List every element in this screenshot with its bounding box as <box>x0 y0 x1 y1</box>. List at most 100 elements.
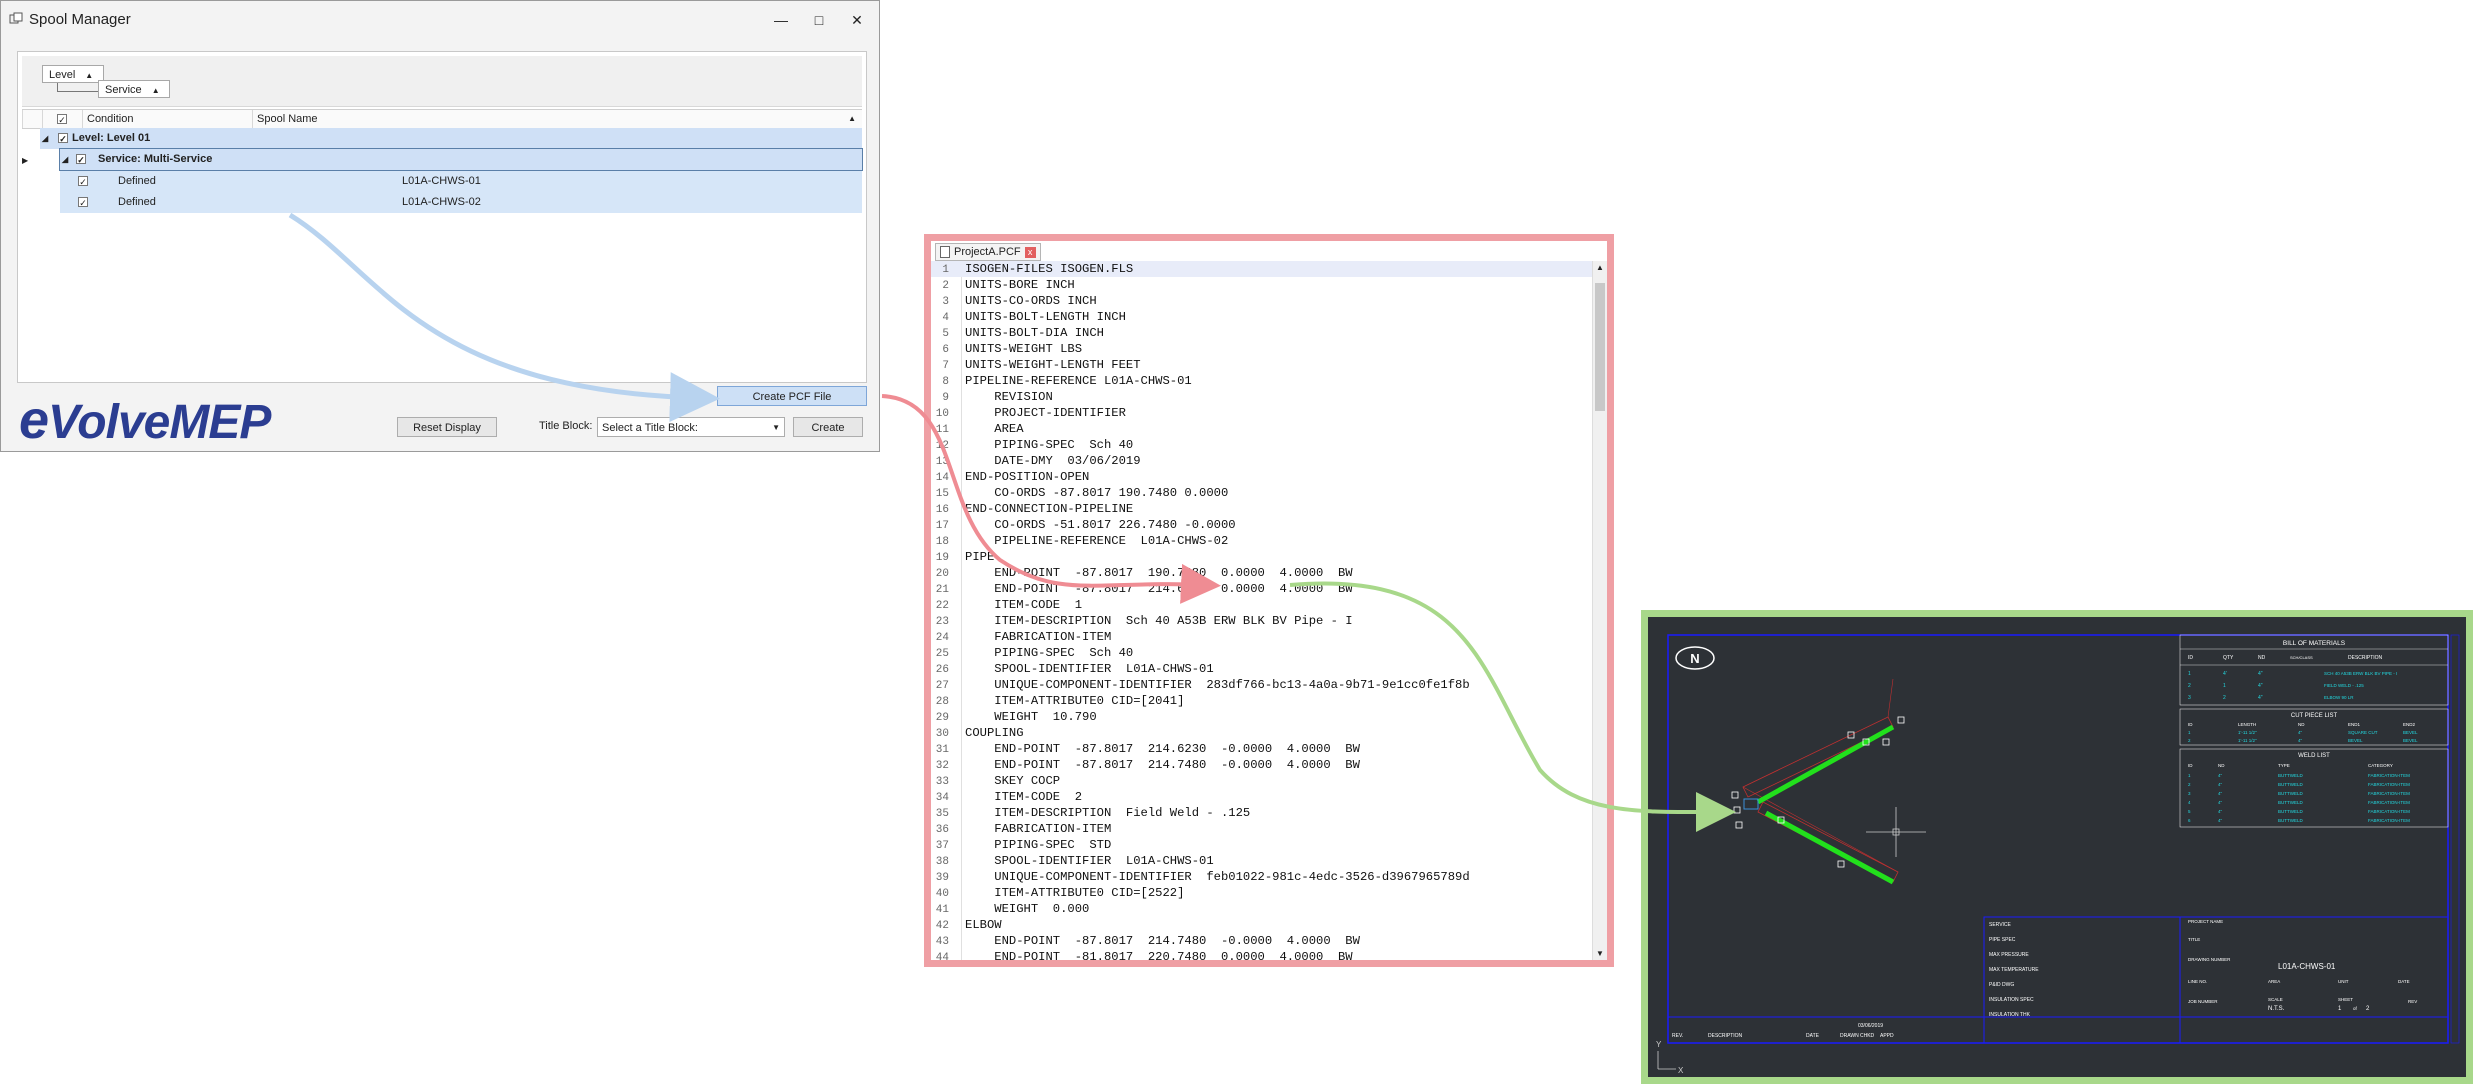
pipe-segment <box>1756 724 1895 805</box>
bom-cell: 4" <box>2258 671 2263 677</box>
scroll-up-icon[interactable]: ▲ <box>1596 263 1604 272</box>
code-text: WEIGHT 10.790 <box>965 710 1097 724</box>
code-line[interactable]: 39 UNIQUE-COMPONENT-IDENTIFIER feb01022-… <box>931 869 1593 885</box>
weld-cell: BUTTWELD <box>2278 782 2304 787</box>
code-line[interactable]: 11 AREA <box>931 421 1593 437</box>
collapse-icon[interactable]: ◢ <box>42 134 49 143</box>
code-line[interactable]: 15 CO-ORDS -87.8017 190.7480 0.0000 <box>931 485 1593 501</box>
code-line[interactable]: 6 UNITS-WEIGHT LBS <box>931 341 1593 357</box>
code-line[interactable]: 33 SKEY COCP <box>931 773 1593 789</box>
header-spool-name[interactable]: Spool Name ▲ <box>252 110 862 128</box>
code-line[interactable]: 28 ITEM-ATTRIBUTE0 CID=[2041] <box>931 693 1593 709</box>
code-line[interactable]: 20 END-POINT -87.8017 190.7480 0.0000 4.… <box>931 565 1593 581</box>
header-select-all[interactable]: ✓ <box>42 110 82 128</box>
weld-header: ND <box>2218 763 2225 768</box>
maximize-button[interactable]: □ <box>814 12 824 28</box>
line-number: 17 <box>935 520 949 532</box>
collapse-icon[interactable]: ◢ <box>62 155 69 164</box>
group-row-level[interactable]: ◢ ✓ Level: Level 01 <box>40 128 862 149</box>
line-number: 39 <box>935 872 949 884</box>
code-line[interactable]: 9 REVISION <box>931 389 1593 405</box>
code-text: SPOOL-IDENTIFIER L01A-CHWS-01 <box>965 662 1214 676</box>
code-line[interactable]: 22 ITEM-CODE 1 <box>931 597 1593 613</box>
code-line[interactable]: 31 END-POINT -87.8017 214.6230 -0.0000 4… <box>931 741 1593 757</box>
close-tab-icon[interactable]: x <box>1024 246 1036 258</box>
service-checkbox-wrap: ✓ <box>76 149 86 170</box>
code-line[interactable]: 38 SPOOL-IDENTIFIER L01A-CHWS-01 <box>931 853 1593 869</box>
code-line[interactable]: 35 ITEM-DESCRIPTION Field Weld - .125 <box>931 805 1593 821</box>
row-checkbox[interactable]: ✓ <box>78 197 88 209</box>
code-line[interactable]: 32 END-POINT -87.8017 214.7480 -0.0000 4… <box>931 757 1593 773</box>
code-line[interactable]: 27 UNIQUE-COMPONENT-IDENTIFIER 283df766-… <box>931 677 1593 693</box>
code-line[interactable]: 41 WEIGHT 0.000 <box>931 901 1593 917</box>
row-condition: Defined <box>118 175 156 187</box>
cut-cell: 1 <box>2188 730 2191 735</box>
title-bar[interactable]: Spool Manager — □ ✕ <box>1 1 879 39</box>
logo-text: VolveMEP <box>48 396 271 449</box>
code-line[interactable]: 10 PROJECT-IDENTIFIER <box>931 405 1593 421</box>
code-line[interactable]: 44 END-POINT -81.8017 220.7480 0.0000 4.… <box>931 949 1593 960</box>
code-line[interactable]: 25 PIPING-SPEC Sch 40 <box>931 645 1593 661</box>
title-block-select[interactable]: Select a Title Block: ▼ <box>597 417 785 437</box>
reset-display-button[interactable]: Reset Display <box>397 417 497 437</box>
group-chip-level[interactable]: Level▲ <box>42 65 104 83</box>
table-row[interactable]: ✓ Defined L01A-CHWS-02 <box>60 192 862 213</box>
line-number: 10 <box>935 408 949 420</box>
group-row-service[interactable]: ◢ ✓ Service: Multi-Service <box>59 148 863 171</box>
revision-header: APPD <box>1880 1033 1894 1039</box>
code-line[interactable]: 23 ITEM-DESCRIPTION Sch 40 A53B ERW BLK … <box>931 613 1593 629</box>
code-line[interactable]: 37 PIPING-SPEC STD <box>931 837 1593 853</box>
scroll-down-icon[interactable]: ▼ <box>1596 949 1604 958</box>
code-line[interactable]: 24 FABRICATION-ITEM <box>931 629 1593 645</box>
code-line[interactable]: 18 PIPELINE-REFERENCE L01A-CHWS-02 <box>931 533 1593 549</box>
code-line[interactable]: 13 DATE-DMY 03/06/2019 <box>931 453 1593 469</box>
code-line[interactable]: 17 CO-ORDS -51.8017 226.7480 -0.0000 <box>931 517 1593 533</box>
code-text: UNITS-WEIGHT LBS <box>965 342 1083 356</box>
code-text: END-POSITION-OPEN <box>965 470 1090 484</box>
level-checkbox[interactable]: ✓ <box>58 133 68 145</box>
code-line[interactable]: 36 FABRICATION-ITEM <box>931 821 1593 837</box>
cut-cell: 2 <box>2188 738 2191 743</box>
code-line[interactable]: 43 END-POINT -87.8017 214.7480 -0.0000 4… <box>931 933 1593 949</box>
close-button[interactable]: ✕ <box>851 12 863 28</box>
scrollbar-thumb[interactable] <box>1595 283 1605 411</box>
select-all-checkbox[interactable]: ✓ <box>57 114 67 126</box>
line-no-label: LINE NO. <box>2188 979 2207 984</box>
row-checkbox[interactable]: ✓ <box>78 176 88 188</box>
code-line[interactable]: 40 ITEM-ATTRIBUTE0 CID=[2522] <box>931 885 1593 901</box>
info-label: P&ID DWG <box>1989 982 2014 988</box>
code-line[interactable]: 21 END-POINT -87.8017 214.6230 0.0000 4.… <box>931 581 1593 597</box>
header-condition[interactable]: Condition <box>82 110 252 128</box>
code-line[interactable]: 26 SPOOL-IDENTIFIER L01A-CHWS-01 <box>931 661 1593 677</box>
table-row[interactable]: ✓ Defined L01A-CHWS-01 <box>60 171 862 192</box>
create-pcf-file-button[interactable]: Create PCF File <box>717 386 867 406</box>
line-number: 13 <box>935 456 949 468</box>
code-line[interactable]: 34 ITEM-CODE 2 <box>931 789 1593 805</box>
minimize-button[interactable]: — <box>774 12 788 28</box>
service-checkbox[interactable]: ✓ <box>76 154 86 166</box>
cut-header: END1 <box>2348 722 2361 727</box>
line-number: 6 <box>942 344 949 356</box>
revision-header: DATE <box>1806 1033 1820 1039</box>
code-line[interactable]: 29 WEIGHT 10.790 <box>931 709 1593 725</box>
group-chip-service[interactable]: Service▲ <box>98 80 170 98</box>
group-chip-service-label: Service <box>105 84 142 96</box>
create-button[interactable]: Create <box>793 417 863 437</box>
weld-cell: 2 <box>2188 782 2191 787</box>
code-line[interactable]: 12 PIPING-SPEC Sch 40 <box>931 437 1593 453</box>
vertical-scrollbar[interactable]: ▲ ▼ <box>1592 261 1607 960</box>
